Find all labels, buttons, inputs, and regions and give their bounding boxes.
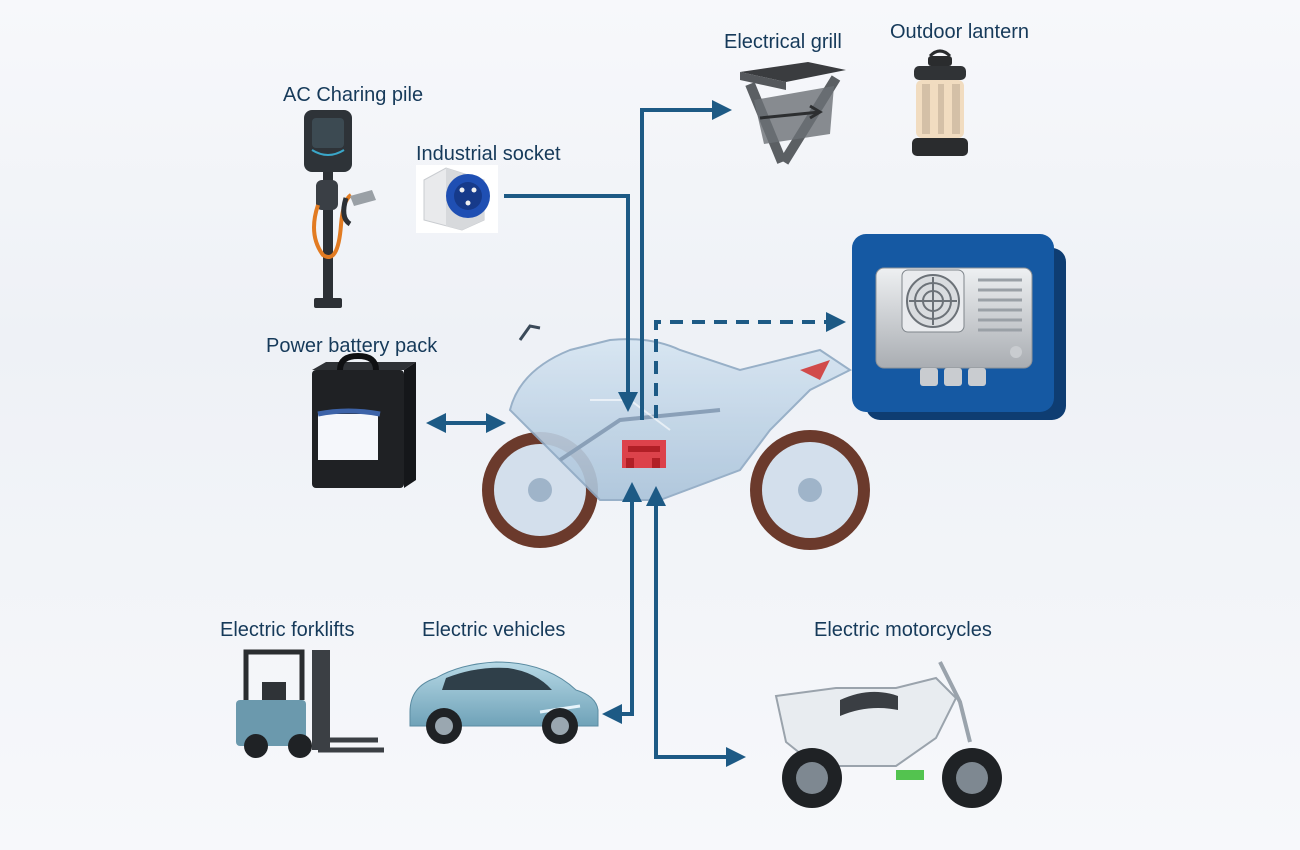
industrial-socket-icon bbox=[416, 165, 498, 233]
car-icon bbox=[409, 661, 599, 744]
label-outdoor-lantern: Outdoor lantern bbox=[890, 21, 1029, 43]
grill-icon bbox=[740, 62, 846, 165]
arrow-charger-to-motorcycles bbox=[646, 486, 746, 767]
lantern-icon bbox=[912, 49, 968, 156]
label-electric-motorcycles: Electric motorcycles bbox=[814, 619, 992, 641]
label-ac-charging-pile: AC Charing pile bbox=[283, 84, 424, 106]
arrow-charger-to-grill bbox=[640, 100, 732, 420]
onboard-charger-module-icon bbox=[852, 234, 1066, 420]
onboard-charger-highlight bbox=[622, 440, 666, 468]
label-electrical-grill: Electrical grill bbox=[724, 31, 842, 53]
sport-motorcycle-icon bbox=[482, 324, 870, 550]
label-electric-vehicles: Electric vehicles bbox=[422, 619, 566, 641]
arrow-charger-to-vehicles bbox=[602, 482, 642, 724]
arrow-socket-to-charger bbox=[504, 194, 638, 412]
connectors bbox=[426, 100, 846, 767]
ev-charging-pile-icon bbox=[304, 110, 376, 308]
label-power-battery-pack: Power battery pack bbox=[266, 335, 438, 357]
label-industrial-socket: Industrial socket bbox=[416, 143, 561, 165]
forklift-icon bbox=[236, 649, 384, 758]
electric-scooter-icon bbox=[774, 661, 1002, 808]
arrow-charger-to-module bbox=[654, 312, 846, 418]
label-electric-forklifts: Electric forklifts bbox=[220, 619, 355, 641]
battery-pack-icon bbox=[312, 352, 416, 488]
